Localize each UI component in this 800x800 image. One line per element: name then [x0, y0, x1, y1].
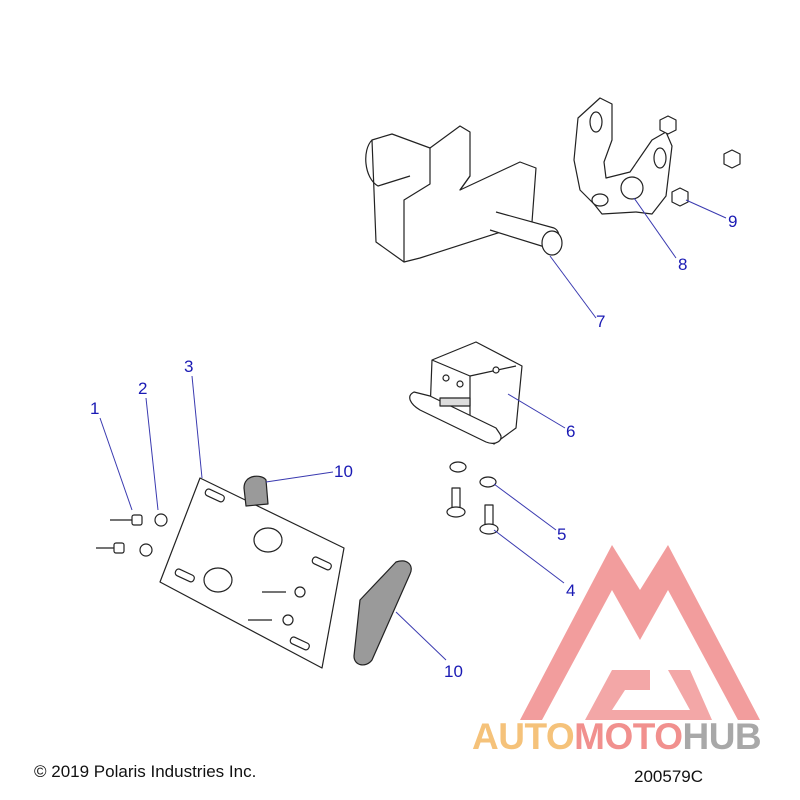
washer-part — [449, 461, 497, 488]
callout-10-upper: 10 — [334, 462, 353, 481]
screw-part — [96, 514, 286, 621]
callout-1: 1 — [90, 399, 100, 418]
callout-10-lower: 10 — [444, 662, 463, 681]
watermark-logo-icon — [520, 545, 760, 720]
watermark-hub: HUB — [682, 716, 762, 757]
callout-6: 6 — [566, 422, 576, 441]
spacer-plate-part — [353, 560, 412, 666]
diagram-id: 200579C — [634, 767, 704, 786]
copyright-text: © 2019 Polaris Industries Inc. — [34, 762, 257, 781]
tail-bracket-part — [365, 125, 563, 263]
callout-4: 4 — [566, 581, 576, 600]
callout-7: 7 — [596, 312, 606, 331]
callout-3: 3 — [184, 357, 194, 376]
license-plate-part — [159, 477, 345, 669]
callout-9: 9 — [728, 212, 738, 231]
washer-small-part — [139, 513, 306, 626]
bolt-part — [446, 487, 499, 535]
leader-lines — [99, 197, 727, 661]
mount-plate-part — [573, 97, 673, 215]
light-bracket-part — [409, 341, 523, 445]
watermark-auto: AUTO — [472, 716, 575, 757]
watermark-moto: MOTO — [574, 716, 683, 757]
rubber-pad-part — [243, 475, 269, 507]
nut-part — [659, 115, 741, 207]
callout-2: 2 — [138, 379, 148, 398]
callout-5: 5 — [557, 525, 567, 544]
callout-8: 8 — [678, 255, 688, 274]
watermark-wordmark: AUTOMOTOHUB — [472, 716, 762, 758]
